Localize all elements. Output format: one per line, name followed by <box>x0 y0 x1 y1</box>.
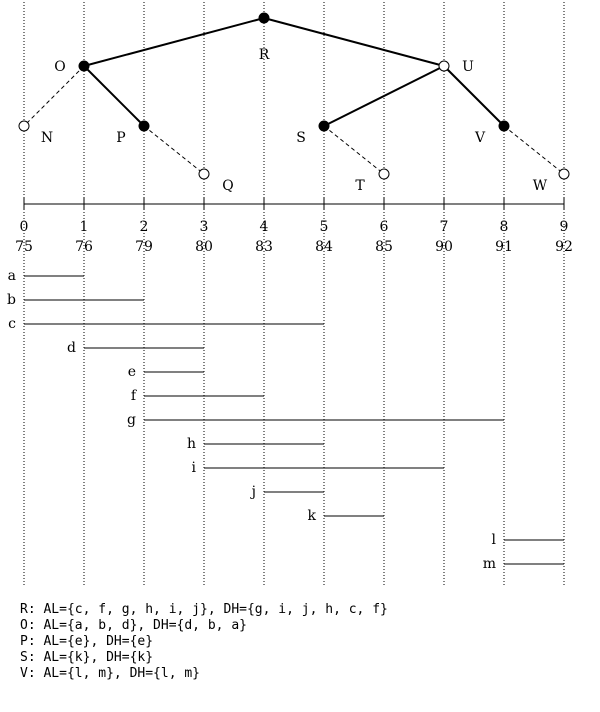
node-list-line: S: AL={k}, DH={k} <box>20 650 154 665</box>
tick-value-label: 80 <box>195 239 213 255</box>
node-list-line: O: AL={a, b, d}, DH={d, b, a} <box>20 618 247 633</box>
tick-value-label: 91 <box>495 239 513 255</box>
tick-index-label: 9 <box>560 219 569 235</box>
tick-index-label: 0 <box>20 219 29 235</box>
node-label: U <box>462 59 474 75</box>
tick-index-label: 2 <box>140 219 149 235</box>
interval-label: l <box>492 532 497 548</box>
hollow-node <box>558 168 570 180</box>
hollow-node <box>378 168 390 180</box>
filled-node <box>498 120 510 132</box>
node-label: R <box>259 47 270 63</box>
tick-value-label: 79 <box>135 239 153 255</box>
interval-label: a <box>8 268 16 284</box>
interval-label: d <box>67 340 76 356</box>
tree-edge <box>83 17 265 67</box>
tree-edge <box>263 17 445 67</box>
tick-index-label: 8 <box>500 219 509 235</box>
interval-label: m <box>483 556 496 572</box>
tree-edge <box>443 65 505 127</box>
interval-label: i <box>192 460 197 476</box>
tick-index-label: 1 <box>80 219 89 235</box>
filled-node <box>138 120 150 132</box>
tree-edge-dashed <box>143 125 205 175</box>
node-label: N <box>41 130 53 146</box>
node-label: O <box>54 59 65 75</box>
node-list-line: R: AL={c, f, g, h, i, j}, DH={g, i, j, h… <box>20 602 388 617</box>
vertical-gridlines <box>23 2 565 585</box>
tick-value-label: 75 <box>15 239 33 255</box>
node-label: Q <box>222 178 233 194</box>
tick-index-label: 5 <box>320 219 329 235</box>
tick-index-label: 3 <box>200 219 209 235</box>
interval-list: abc d efg hi j k lm <box>7 268 564 572</box>
interval-label: f <box>131 388 138 404</box>
node-label: V <box>474 130 486 146</box>
tick-value-label: 76 <box>75 239 93 255</box>
node-list-line: V: AL={l, m}, DH={l, m} <box>20 666 201 681</box>
node-list-caption: R: AL={c, f, g, h, i, j}, DH={g, i, j, h… <box>20 602 388 682</box>
tick-index-label: 7 <box>440 219 449 235</box>
filled-node <box>318 120 330 132</box>
interval-label: h <box>187 436 196 452</box>
hollow-node <box>198 168 210 180</box>
tree-edges <box>23 17 565 175</box>
node-label: T <box>355 178 365 194</box>
tick-value-label: 84 <box>315 239 333 255</box>
hollow-node <box>18 120 30 132</box>
node-label: P <box>116 130 125 146</box>
tick-value-label: 92 <box>555 239 573 255</box>
filled-node <box>258 12 270 24</box>
interval-label: g <box>127 412 136 428</box>
tick-index-label: 4 <box>260 219 269 235</box>
interval-label: k <box>308 508 317 524</box>
hollow-node <box>438 60 450 72</box>
tree-edge-dashed <box>323 125 385 175</box>
node-label: W <box>533 178 548 194</box>
tree-edge <box>83 65 145 127</box>
interval-label: b <box>7 292 16 308</box>
interval-label: c <box>8 316 16 332</box>
number-axis: 0 75 1 76 2 79 3 80 4 83 5 84 6 85 7 90 8 91 9 92 <box>15 198 573 255</box>
tree-edge-dashed <box>23 65 85 127</box>
tree-edge <box>323 65 445 127</box>
interval-tree-diagram: R O U N P Q S T V W 0 75 1 76 2 79 3 80 4 83 5 84 6 85 7 90 8 91 9 9… <box>7 2 573 585</box>
node-label: S <box>296 130 306 146</box>
interval-label: e <box>128 364 136 380</box>
tree-nodes: R O U N P Q S T V W <box>18 12 570 194</box>
tree-edge-dashed <box>503 125 565 175</box>
tick-value-label: 83 <box>255 239 273 255</box>
filled-node <box>78 60 90 72</box>
interval-label: j <box>250 484 256 500</box>
node-list-line: P: AL={e}, DH={e} <box>20 634 154 649</box>
tick-value-label: 90 <box>435 239 453 255</box>
tick-index-label: 6 <box>380 219 389 235</box>
tick-value-label: 85 <box>375 239 393 255</box>
